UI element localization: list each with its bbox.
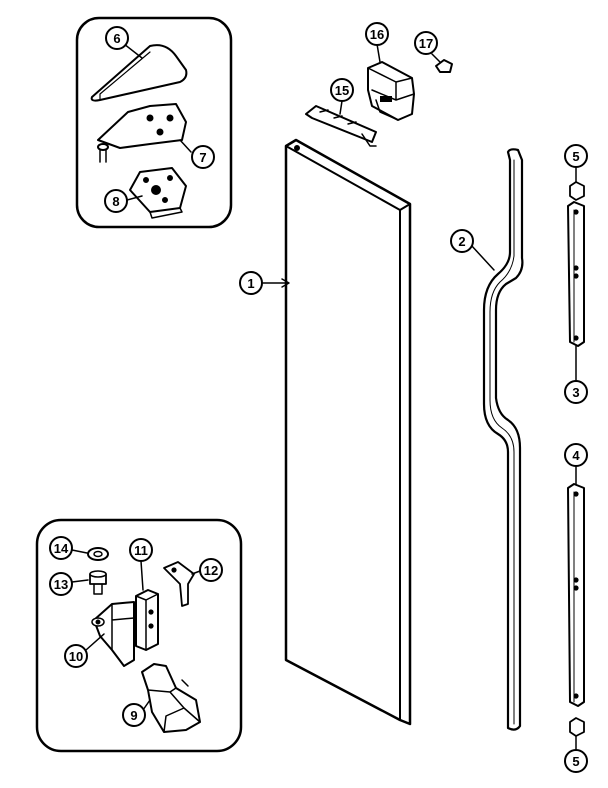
callout-10: 10 bbox=[64, 633, 105, 668]
door-stop-part bbox=[305, 105, 377, 147]
callout-5-top: 5 bbox=[564, 144, 588, 183]
callout-5-bottom-label: 5 bbox=[572, 754, 579, 769]
callout-7-label: 7 bbox=[199, 150, 206, 165]
callout-15: 15 bbox=[330, 78, 354, 115]
callout-16-label: 16 bbox=[370, 27, 384, 42]
callout-17-label: 17 bbox=[419, 36, 433, 51]
small-bracket-part bbox=[163, 561, 195, 607]
lower-hinge-plate-part bbox=[129, 167, 187, 219]
callout-6: 6 bbox=[105, 26, 143, 59]
door-panel-part bbox=[284, 138, 412, 726]
callout-17: 17 bbox=[414, 31, 441, 63]
upper-hinge-plate-part bbox=[97, 103, 192, 163]
callout-15-label: 15 bbox=[335, 83, 349, 98]
callout-16: 16 bbox=[365, 22, 389, 63]
hinge-pin-part bbox=[89, 570, 107, 595]
callout-14: 14 bbox=[49, 536, 88, 560]
callout-7: 7 bbox=[191, 145, 215, 169]
bottom-hinge-cover-part bbox=[141, 663, 201, 733]
callout-6-label: 6 bbox=[113, 31, 120, 46]
washer-part bbox=[87, 547, 109, 561]
callout-9-label: 9 bbox=[130, 708, 137, 723]
callout-11: 11 bbox=[129, 538, 153, 591]
bracket-block-part bbox=[367, 61, 415, 121]
end-cap-upper-part bbox=[569, 181, 585, 201]
callout-9: 9 bbox=[122, 699, 151, 727]
callout-1: 1 bbox=[239, 271, 290, 295]
callout-4-label: 4 bbox=[572, 448, 580, 463]
door-handle-part bbox=[482, 148, 524, 731]
shim-plate-part bbox=[135, 589, 159, 651]
callout-8-label: 8 bbox=[112, 194, 119, 209]
end-cap-lower-part bbox=[569, 717, 585, 737]
hinge-inset-box bbox=[75, 16, 233, 229]
callout-5-bottom: 5 bbox=[564, 735, 588, 773]
lower-trim-strip-part bbox=[567, 483, 585, 707]
clip-part bbox=[435, 59, 453, 73]
callout-1-label: 1 bbox=[247, 276, 254, 291]
callout-5-top-label: 5 bbox=[572, 149, 579, 164]
callout-2: 2 bbox=[450, 229, 495, 271]
callout-11-label: 11 bbox=[134, 543, 148, 558]
callout-13: 13 bbox=[49, 572, 89, 596]
callout-12: 12 bbox=[191, 558, 223, 582]
callout-8: 8 bbox=[104, 189, 143, 213]
bottom-hinge-part bbox=[91, 601, 135, 667]
upper-trim-strip-part bbox=[567, 201, 585, 347]
callout-2-label: 2 bbox=[458, 234, 465, 249]
callout-3: 3 bbox=[564, 345, 588, 404]
callout-12-label: 12 bbox=[204, 563, 218, 578]
callout-14-label: 14 bbox=[54, 541, 69, 556]
callout-13-label: 13 bbox=[54, 577, 68, 592]
callout-4: 4 bbox=[564, 443, 588, 485]
callout-10-label: 10 bbox=[69, 649, 83, 664]
bottom-hinge-inset-box bbox=[35, 518, 243, 753]
callout-3-label: 3 bbox=[572, 385, 579, 400]
hinge-cover-part bbox=[90, 44, 188, 102]
